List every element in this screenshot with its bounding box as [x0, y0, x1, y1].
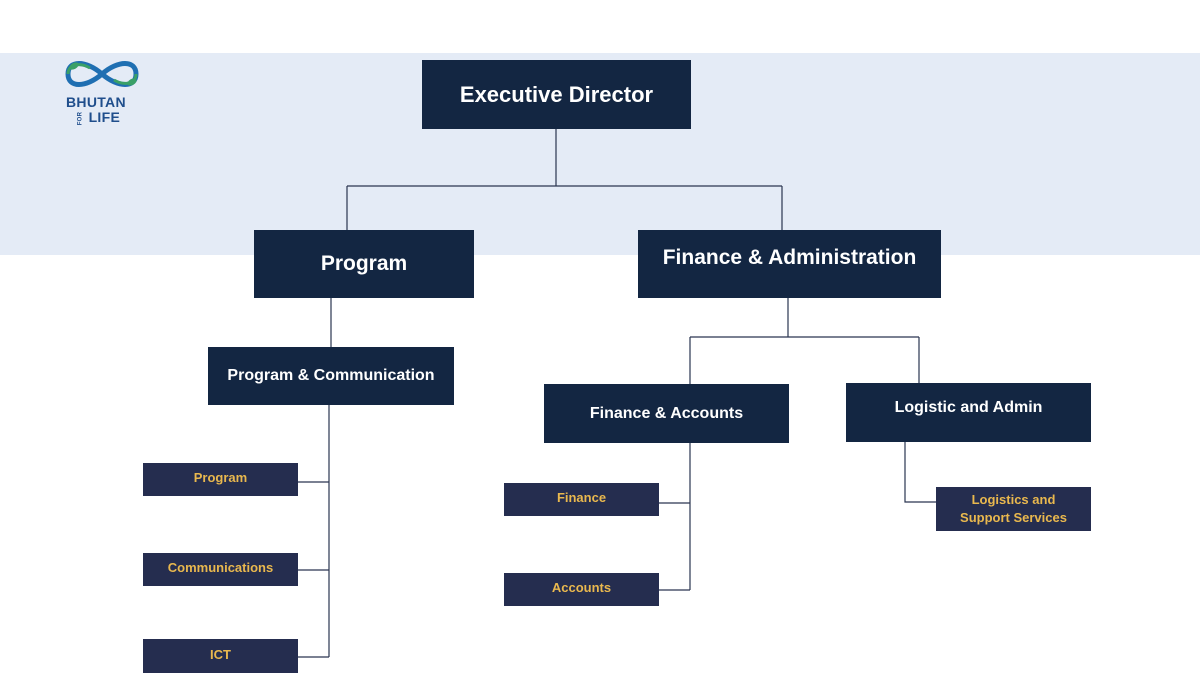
node-label: Program & Communication — [227, 367, 435, 384]
node-finance-accounts: Finance & Accounts — [544, 384, 789, 443]
node-label: Finance & Administration — [662, 246, 917, 269]
node-finance-administration: Finance & Administration — [638, 230, 941, 298]
node-label: Finance & Accounts — [589, 404, 744, 422]
leaf-label: Logistics and Support Services — [960, 492, 1067, 525]
node-label: Program — [320, 252, 408, 275]
leaf-finance: Finance — [504, 483, 659, 516]
leaf-logistics-support-services: Logistics and Support Services — [936, 487, 1091, 531]
node-executive-director: Executive Director — [422, 60, 691, 129]
leaf-program: Program — [143, 463, 298, 496]
node-label: Logistic and Admin — [894, 399, 1043, 416]
bhutan-for-life-logo — [65, 61, 139, 87]
leaf-ict: ICT — [143, 639, 298, 673]
node-program-communication: Program & Communication — [208, 347, 454, 405]
leaf-label: Accounts — [551, 580, 612, 595]
leaf-label: ICT — [210, 647, 231, 662]
node-program: Program — [254, 230, 474, 298]
leaf-accounts: Accounts — [504, 573, 659, 606]
node-logistic-admin: Logistic and Admin — [846, 383, 1091, 442]
leaf-label: Program — [193, 470, 248, 485]
leaf-label: Finance — [556, 490, 607, 505]
node-label: Executive Director — [459, 81, 654, 107]
leaf-label: Communications — [167, 560, 274, 575]
leaf-communications: Communications — [143, 553, 298, 586]
